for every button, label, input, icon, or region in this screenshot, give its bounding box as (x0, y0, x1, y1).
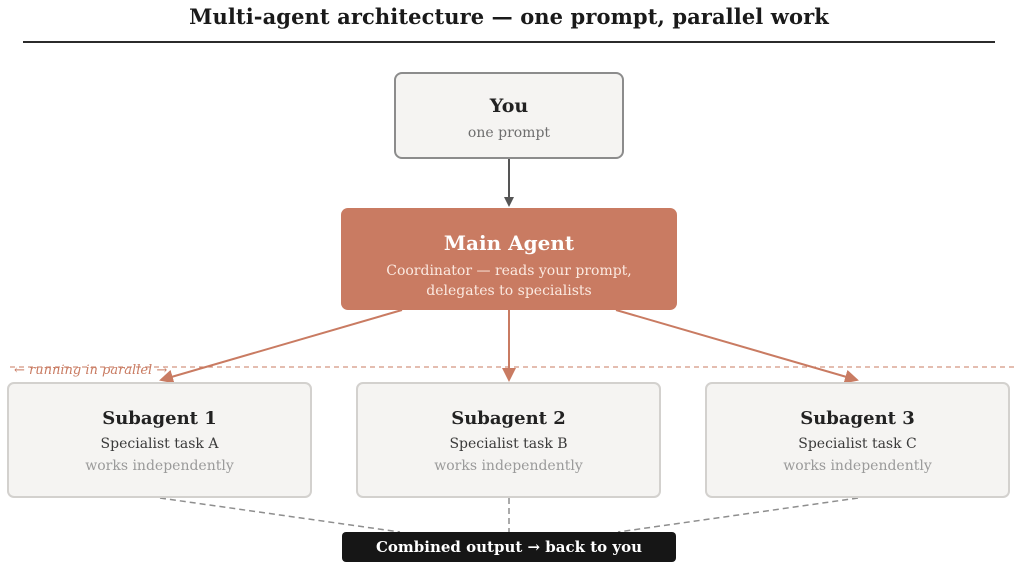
subagent-3-note: works independently (783, 458, 932, 474)
subagent-2-title: Subagent 2 (451, 408, 566, 429)
main-agent-description: Coordinator — reads your prompt, delegat… (341, 261, 677, 301)
subagent-2-task: Specialist task B (449, 436, 568, 452)
subagent-2-note: works independently (434, 458, 583, 474)
arrow-main-to-subagent-1 (159, 309, 403, 384)
subagent-2-node: Subagent 2 Specialist task B works indep… (356, 382, 661, 498)
subagent-1-node: Subagent 1 Specialist task A works indep… (7, 382, 312, 498)
main-agent-description-line-1: Coordinator — reads your prompt, (386, 263, 632, 279)
user-node-title: You (489, 95, 529, 117)
parallel-label: ← running in parallel → (14, 363, 168, 378)
main-agent-node: Main Agent Coordinator — reads your prom… (341, 208, 677, 310)
diagram-title: Multi-agent architecture — one prompt, p… (189, 4, 829, 29)
main-agent-title: Main Agent (443, 231, 575, 255)
subagent-3-node: Subagent 3 Specialist task C works indep… (705, 382, 1010, 498)
merge-line-subagent-3 (617, 497, 859, 533)
merge-line-subagent-1 (159, 497, 401, 533)
arrow-main-to-subagent-3 (615, 309, 859, 384)
combined-output-badge: Combined output → back to you (342, 532, 676, 562)
subagent-3-title: Subagent 3 (800, 408, 915, 429)
subagent-1-note: works independently (85, 458, 234, 474)
main-agent-description-line-2: delegates to specialists (426, 283, 592, 299)
title-divider (23, 41, 995, 43)
subagent-3-task: Specialist task C (798, 436, 917, 452)
user-node-subtitle: one prompt (467, 125, 551, 141)
subagent-1-title: Subagent 1 (102, 408, 217, 429)
user-node: You one prompt (394, 72, 624, 159)
subagent-1-task: Specialist task A (100, 436, 219, 452)
